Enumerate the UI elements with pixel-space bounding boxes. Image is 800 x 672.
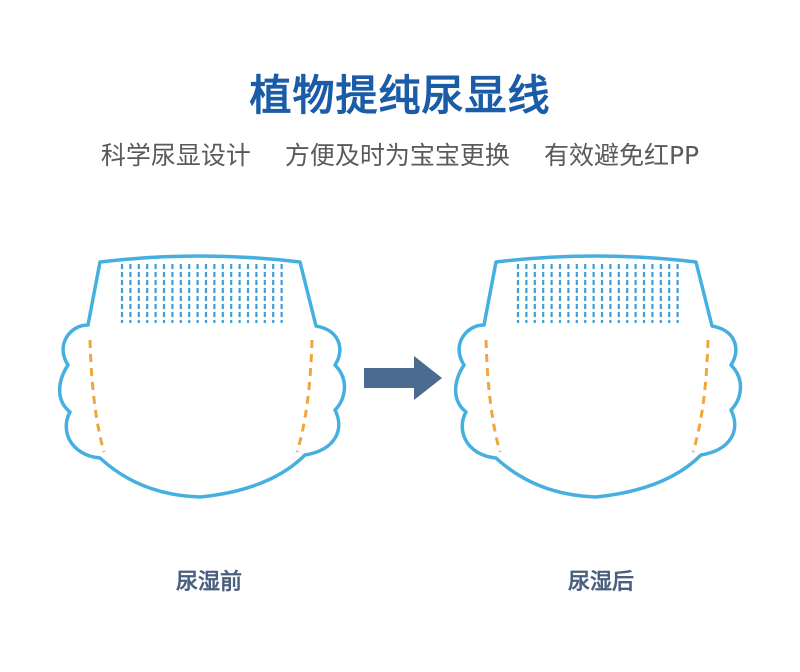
subtitle-item: 有效避免红PP [543, 141, 700, 170]
indicator-lines-after [585, 369, 611, 499]
label-after: 尿湿后 [567, 570, 634, 595]
arrow-right-icon [364, 356, 442, 400]
indicator-lines-before [189, 369, 215, 499]
page-title: 植物提纯尿显线 [249, 71, 551, 120]
diaper-before [57, 254, 347, 499]
diaper-after [453, 254, 743, 499]
label-before: 尿湿前 [175, 570, 242, 595]
subtitle: 科学尿显设计 方便及时为宝宝更换 有效避免红PP [0, 136, 800, 172]
subtitle-item: 方便及时为宝宝更换 [284, 141, 510, 170]
subtitle-item: 科学尿显设计 [100, 141, 251, 170]
